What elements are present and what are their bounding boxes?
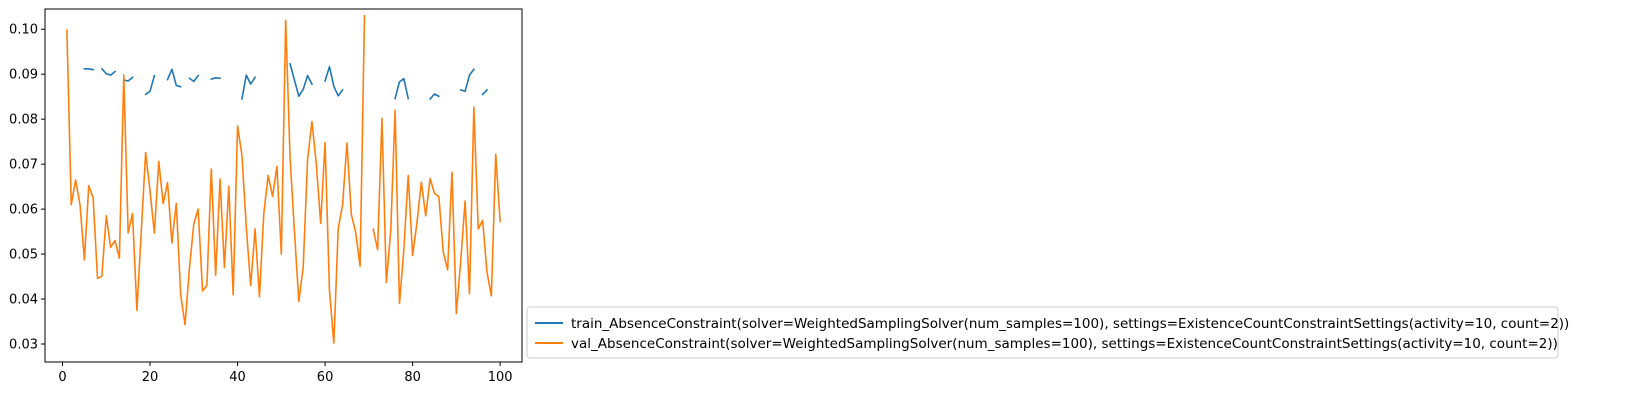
y-tick-label: 0.06 <box>9 203 38 218</box>
y-tick-label: 0.07 <box>9 158 38 173</box>
legend-box <box>526 306 1559 359</box>
series-line-train <box>83 62 489 101</box>
x-tick-label: 100 <box>488 370 513 385</box>
y-tick-label: 0.03 <box>9 338 38 353</box>
y-tick-label: 0.04 <box>9 293 38 308</box>
plot-background <box>45 9 522 362</box>
y-tick-label: 0.05 <box>9 248 38 263</box>
x-tick-label: 0 <box>58 370 66 385</box>
series-line-val <box>66 14 501 344</box>
legend: train_AbsenceConstraint(solver=WeightedS… <box>526 306 1569 359</box>
y-tick-label: 0.10 <box>9 23 38 38</box>
y-axis: 0.03 0.04 0.05 0.06 0.07 0.08 0.09 0.10 <box>9 23 45 353</box>
x-tick-label: 80 <box>404 370 421 385</box>
x-tick-label: 20 <box>142 370 159 385</box>
legend-label-train: train_AbsenceConstraint(solver=WeightedS… <box>571 316 1569 332</box>
x-tick-label: 40 <box>229 370 246 385</box>
y-tick-label: 0.08 <box>9 113 38 128</box>
plot-frame <box>44 8 523 363</box>
x-axis: 0 20 40 60 80 100 <box>58 362 513 385</box>
x-tick-label: 60 <box>317 370 334 385</box>
series-layer <box>66 14 501 344</box>
y-tick-label: 0.09 <box>9 68 38 83</box>
legend-label-val: val_AbsenceConstraint(solver=WeightedSam… <box>571 336 1558 352</box>
